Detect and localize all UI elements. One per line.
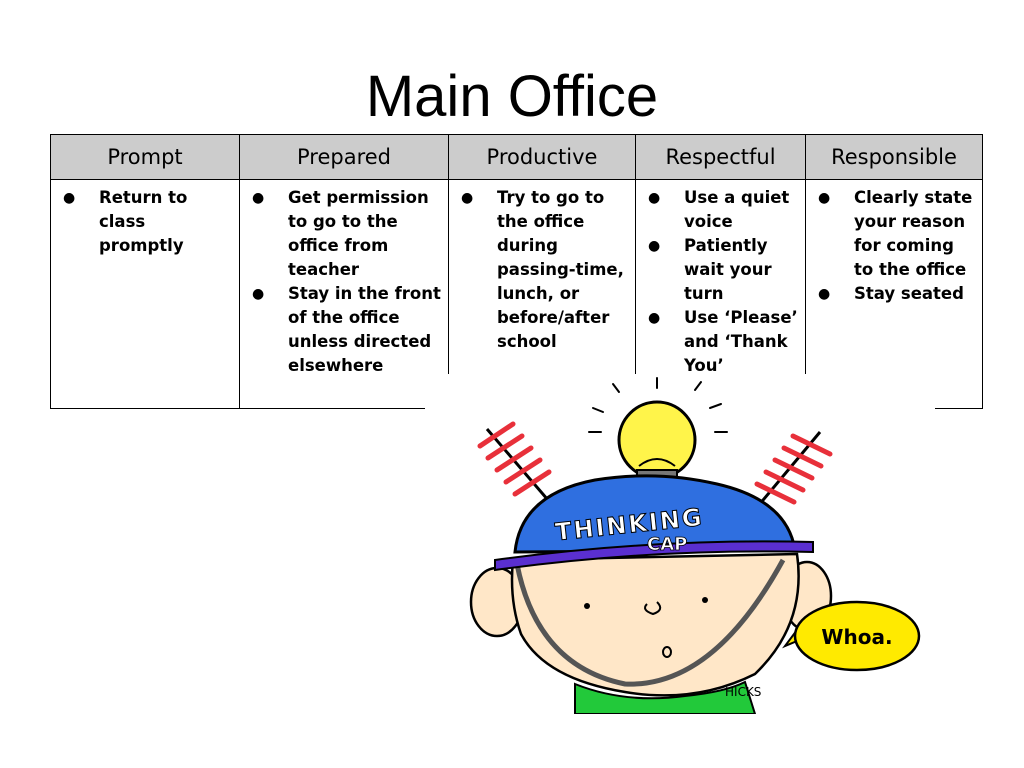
- mouth: [662, 646, 672, 658]
- thinking-cap: [513, 474, 797, 554]
- rules-table: Prompt Prepared Productive Respectful Re…: [50, 134, 983, 409]
- list-item: ● Try to go to the office during passing-…: [453, 186, 631, 354]
- bullet-icon: ●: [818, 286, 831, 302]
- list-item: ● Stay in the front of the office unless …: [244, 282, 444, 378]
- nose: [644, 601, 662, 616]
- list-item-text: Use ‘Please’ and ‘Thank You’: [684, 308, 798, 375]
- bullet-icon: ●: [252, 190, 265, 206]
- bullet-icon: ●: [63, 190, 76, 206]
- header-prepared: Prepared: [239, 134, 449, 180]
- shirt: [574, 680, 757, 714]
- cell-responsible: ● Clearly state your reason for coming to…: [805, 179, 983, 409]
- list-item-text: Patiently wait your turn: [684, 236, 772, 303]
- cap-subtext: CAP: [647, 534, 687, 555]
- bullet-icon: ●: [252, 286, 265, 302]
- list-item: ● Use ‘Please’ and ‘Thank You’: [640, 306, 801, 378]
- speech-bubble: Whoa.: [782, 600, 921, 672]
- header-productive: Productive: [448, 134, 636, 180]
- face: [510, 552, 800, 697]
- list-item-text: Try to go to the office during passing-t…: [497, 188, 624, 351]
- list-item: ● Use a quiet voice: [640, 186, 801, 234]
- body-row: ● Return to class promptly ● Get permissio…: [50, 179, 983, 409]
- header-row: Prompt Prepared Productive Respectful Re…: [50, 134, 983, 180]
- list-item: ● Patiently wait your turn: [640, 234, 801, 306]
- header-respectful: Respectful: [635, 134, 806, 180]
- list-item-text: Clearly state your reason for coming to …: [854, 188, 973, 279]
- list-item: ● Return to class promptly: [55, 186, 235, 258]
- list-item: ● Stay seated: [810, 282, 978, 306]
- list-item-text: Stay seated: [854, 284, 964, 303]
- bullet-icon: ●: [648, 238, 661, 254]
- list-item-text: Stay in the front of the office unless d…: [288, 284, 441, 375]
- list-item-text: Get permission to go to the office from …: [288, 188, 429, 279]
- page-title: Main Office: [365, 64, 659, 129]
- cap-brim: [494, 540, 814, 572]
- list-item-text: Return to class promptly: [99, 188, 188, 255]
- bullet-icon: ●: [461, 190, 474, 206]
- bullet-icon: ●: [648, 190, 661, 206]
- signature: HICKS: [725, 685, 761, 699]
- bullet-icon: ●: [648, 310, 661, 326]
- left-eye: [584, 603, 590, 609]
- header-responsible: Responsible: [805, 134, 983, 180]
- right-eye: [702, 597, 708, 603]
- list-item: ● Get permission to go to the office from…: [244, 186, 444, 282]
- list-item-text: Use a quiet voice: [684, 188, 790, 231]
- cell-prepared: ● Get permission to go to the office from…: [239, 179, 449, 409]
- bullet-icon: ●: [818, 190, 831, 206]
- thinking-cap-cartoon: THINKING CAP Whoa. HICKS: [425, 374, 935, 714]
- speech-text: Whoa.: [821, 625, 892, 649]
- cell-prompt: ● Return to class promptly: [50, 179, 240, 409]
- cell-productive: ● Try to go to the office during passing-…: [448, 179, 636, 409]
- list-item: ● Clearly state your reason for coming to…: [810, 186, 978, 282]
- header-prompt: Prompt: [50, 134, 240, 180]
- chin-strap: [514, 558, 786, 687]
